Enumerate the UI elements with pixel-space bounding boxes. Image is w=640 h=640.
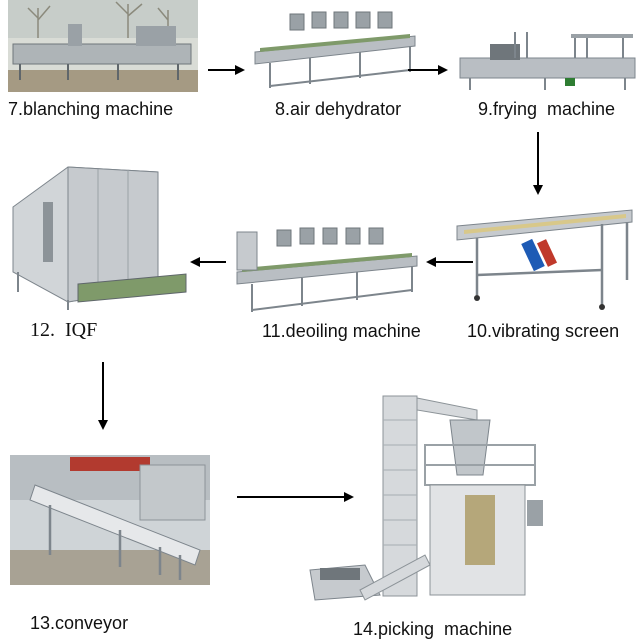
frying-machine-photo	[455, 30, 640, 92]
step-8-label: 8.air dehydrator	[275, 99, 402, 119]
step-7-label: 7.blanching machine	[8, 99, 174, 119]
step-11-label: 11.deoiling machine	[262, 321, 421, 341]
step-12-label: 12. IQF	[30, 319, 98, 341]
vibrating-screen-photo	[452, 200, 638, 312]
conveyor-photo	[10, 455, 210, 585]
step-9-label: 9.frying machine	[478, 99, 616, 119]
picking-machine-photo	[305, 390, 555, 612]
step-14-label: 14.picking machine	[353, 619, 513, 639]
step-13-label: 13.conveyor	[30, 613, 129, 633]
iqf-freezer-photo	[8, 162, 193, 312]
blanching-machine-photo	[8, 0, 198, 92]
deoiling-machine-photo	[232, 222, 422, 318]
air-dehydrator-photo	[250, 8, 420, 92]
step-10-label: 10.vibrating screen	[467, 321, 620, 341]
